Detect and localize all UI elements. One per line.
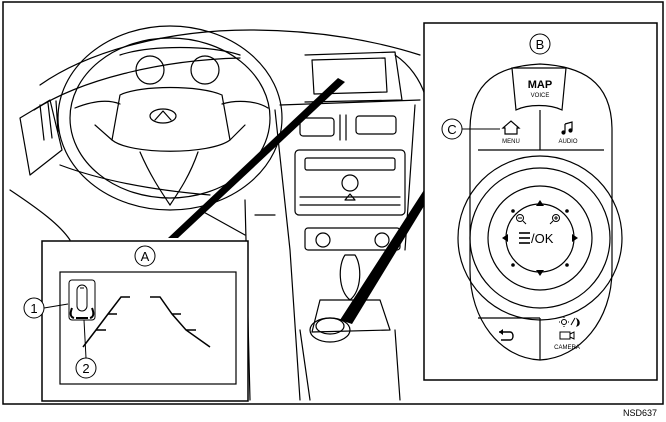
callout-b: B — [529, 33, 551, 55]
pointer-wedge-b — [340, 190, 424, 324]
back-arrow-icon — [499, 331, 514, 341]
camera-icon — [559, 331, 575, 340]
dashboard-drawing — [9, 25, 426, 401]
svg-text:2: 2 — [82, 361, 89, 376]
panel-b: /OK MAP VOICE MENU AUDIO — [423, 22, 658, 381]
car-top-view-icon — [68, 279, 96, 321]
zoom-out-icon — [516, 214, 527, 225]
callout-c: C — [441, 118, 500, 140]
dial-down-arrow[interactable] — [536, 270, 544, 276]
dial-right-arrow[interactable] — [572, 234, 578, 242]
dash-display — [311, 57, 388, 95]
voice-label: VOICE — [531, 93, 550, 99]
callout-2: 2 — [75, 319, 97, 379]
camera-key[interactable]: CAMERA — [554, 317, 580, 351]
figure-border — [2, 1, 664, 405]
svg-text:A: A — [141, 249, 150, 264]
gear-shifter — [339, 254, 361, 301]
back-key[interactable] — [499, 329, 514, 341]
svg-text:C: C — [447, 122, 456, 137]
svg-text:B: B — [536, 37, 545, 52]
figure-code: NSD637 — [623, 408, 657, 418]
logo-emblem — [149, 108, 177, 124]
ok-label: /OK — [531, 231, 554, 246]
steering-wheel — [57, 25, 283, 211]
callout-1: 1 — [23, 297, 69, 319]
dial-up-arrow[interactable] — [536, 200, 544, 206]
svg-text:1: 1 — [30, 301, 37, 316]
map-label: MAP — [528, 79, 552, 91]
list-icon — [519, 232, 530, 244]
sun-moon-icon — [559, 317, 580, 327]
callout-a: A — [134, 245, 156, 267]
camera-label: CAMERA — [554, 345, 580, 351]
parking-guide-lines — [82, 296, 211, 348]
audio-label: AUDIO — [558, 139, 577, 145]
home-icon — [501, 120, 521, 135]
dial-left-arrow[interactable] — [502, 234, 508, 242]
menu-label: MENU — [502, 139, 520, 145]
zoom-in-icon — [549, 214, 560, 225]
menu-key[interactable]: MENU — [501, 120, 521, 145]
pointer-wedge-a — [168, 78, 345, 238]
panel-a — [41, 240, 249, 402]
audio-key[interactable]: AUDIO — [558, 121, 578, 145]
music-note-icon — [561, 121, 573, 135]
map-voice-key[interactable] — [511, 67, 567, 111]
